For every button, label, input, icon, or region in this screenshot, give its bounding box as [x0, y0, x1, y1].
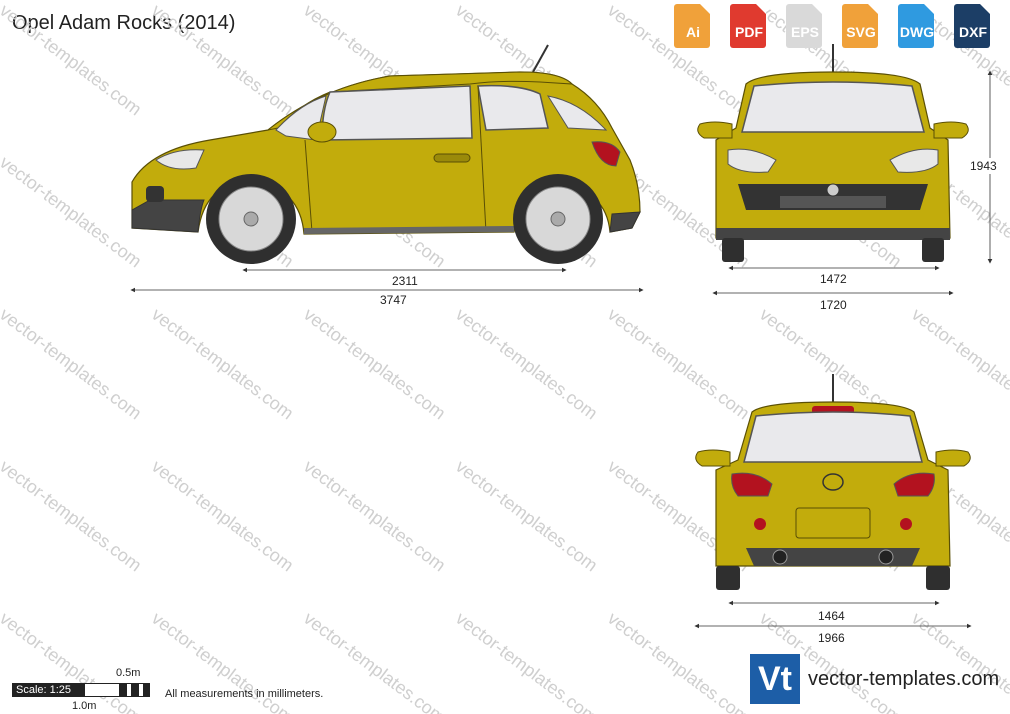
front-dimensions: 1943 1472 1720	[712, 70, 1002, 312]
dim-rear-track: 1464	[818, 609, 845, 623]
format-pdf-icon[interactable]: PDF	[724, 4, 774, 50]
dim-height: 1943	[970, 159, 997, 173]
format-eps-icon[interactable]: EPS	[780, 4, 830, 50]
dim-wheelbase: 2311	[392, 274, 418, 288]
dim-width: 1720	[820, 298, 847, 312]
dim-length: 3747	[380, 293, 407, 307]
dim-width-mirrors: 1966	[818, 631, 845, 645]
scale-full-label: 1.0m	[72, 700, 97, 712]
front-view	[697, 44, 969, 262]
side-view	[131, 44, 641, 264]
format-dwg-icon[interactable]: DWG	[892, 4, 942, 50]
scale-label: Scale: 1:25	[12, 683, 84, 697]
page-title: Opel Adam Rocks (2014)	[12, 12, 236, 34]
format-dxf-icon[interactable]: DXF	[948, 4, 998, 50]
rear-dimensions: 1464 1966	[694, 600, 972, 645]
dim-front-track: 1472	[820, 272, 847, 286]
scale-bar	[84, 683, 150, 697]
rear-view	[695, 374, 971, 590]
measurement-note: All measurements in millimeters.	[165, 688, 324, 700]
format-icons: Ai PDF EPS SVG DWG DXF	[668, 4, 998, 50]
format-ai-icon[interactable]: Ai	[668, 4, 718, 50]
side-dimensions: 2311 3747	[130, 267, 644, 307]
site-link[interactable]: vector-templates.com	[808, 668, 1000, 690]
vt-logo-icon[interactable]: Vt	[750, 654, 800, 704]
scale-half-label: 0.5m	[116, 667, 141, 679]
format-svg-icon[interactable]: SVG	[836, 4, 886, 50]
